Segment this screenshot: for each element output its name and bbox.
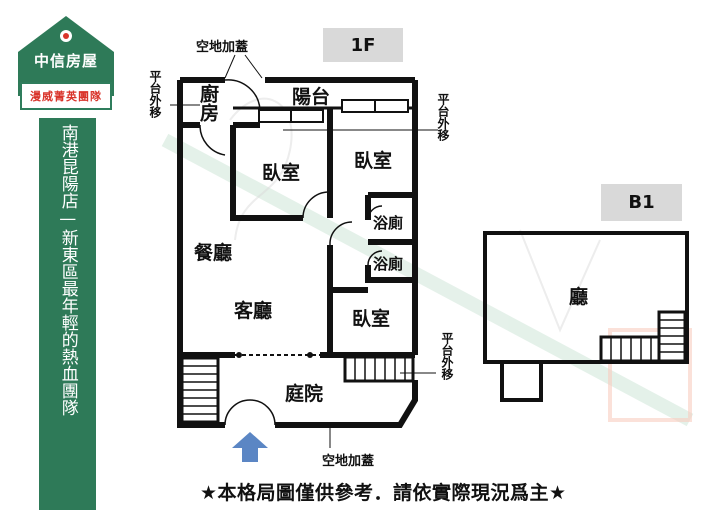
room-dining: 餐廳 xyxy=(194,242,233,264)
entrance-arrow-icon xyxy=(232,432,268,462)
room-bathroom-1: 浴廁 xyxy=(373,214,404,232)
room-courtyard: 庭院 xyxy=(285,383,324,405)
door-swings xyxy=(199,79,383,426)
room-bedroom-1: 臥室 xyxy=(262,162,301,184)
annotation-leaders xyxy=(170,54,438,448)
store-panel xyxy=(39,118,96,510)
first-floor-walls xyxy=(177,77,418,428)
note-platform-right-bottom: 平台外移 xyxy=(440,332,454,380)
note-platform-right-top: 平台外移 xyxy=(436,93,450,141)
floor-label-b1: B1 xyxy=(601,184,682,221)
brand-slogan-box: 漫威菁英團隊 xyxy=(20,82,112,110)
room-balcony: 陽台 xyxy=(292,86,331,108)
note-open-space-top: 空地加蓋 xyxy=(196,40,249,55)
floor-label-1f: 1F xyxy=(323,28,403,62)
brand-logo xyxy=(18,16,114,96)
stairs-first-floor xyxy=(180,355,415,424)
note-platform-left: 平台外移 xyxy=(148,70,162,118)
room-bathroom-2: 浴廁 xyxy=(373,255,404,273)
room-bedroom-2: 臥室 xyxy=(354,150,393,172)
disclaimer: ★本格局圖僅供參考．請依實際現況爲主★ xyxy=(200,482,567,504)
room-basement-hall: 廳 xyxy=(569,286,589,308)
stairs-basement xyxy=(599,310,687,363)
brand-slogan: 漫威菁英團隊 xyxy=(30,90,102,103)
brand-name: 中信房屋 xyxy=(33,52,98,70)
room-living: 客廳 xyxy=(234,300,273,322)
room-kitchen: 廚房 xyxy=(197,84,219,122)
windows xyxy=(258,99,409,123)
basement-walls xyxy=(483,231,689,402)
store-tagline: 南港昆陽店—新東區最年輕的熱血團隊 xyxy=(57,124,78,416)
note-open-space-bottom: 空地加蓋 xyxy=(322,454,375,469)
watermark xyxy=(161,97,694,427)
room-bedroom-3: 臥室 xyxy=(352,308,391,330)
